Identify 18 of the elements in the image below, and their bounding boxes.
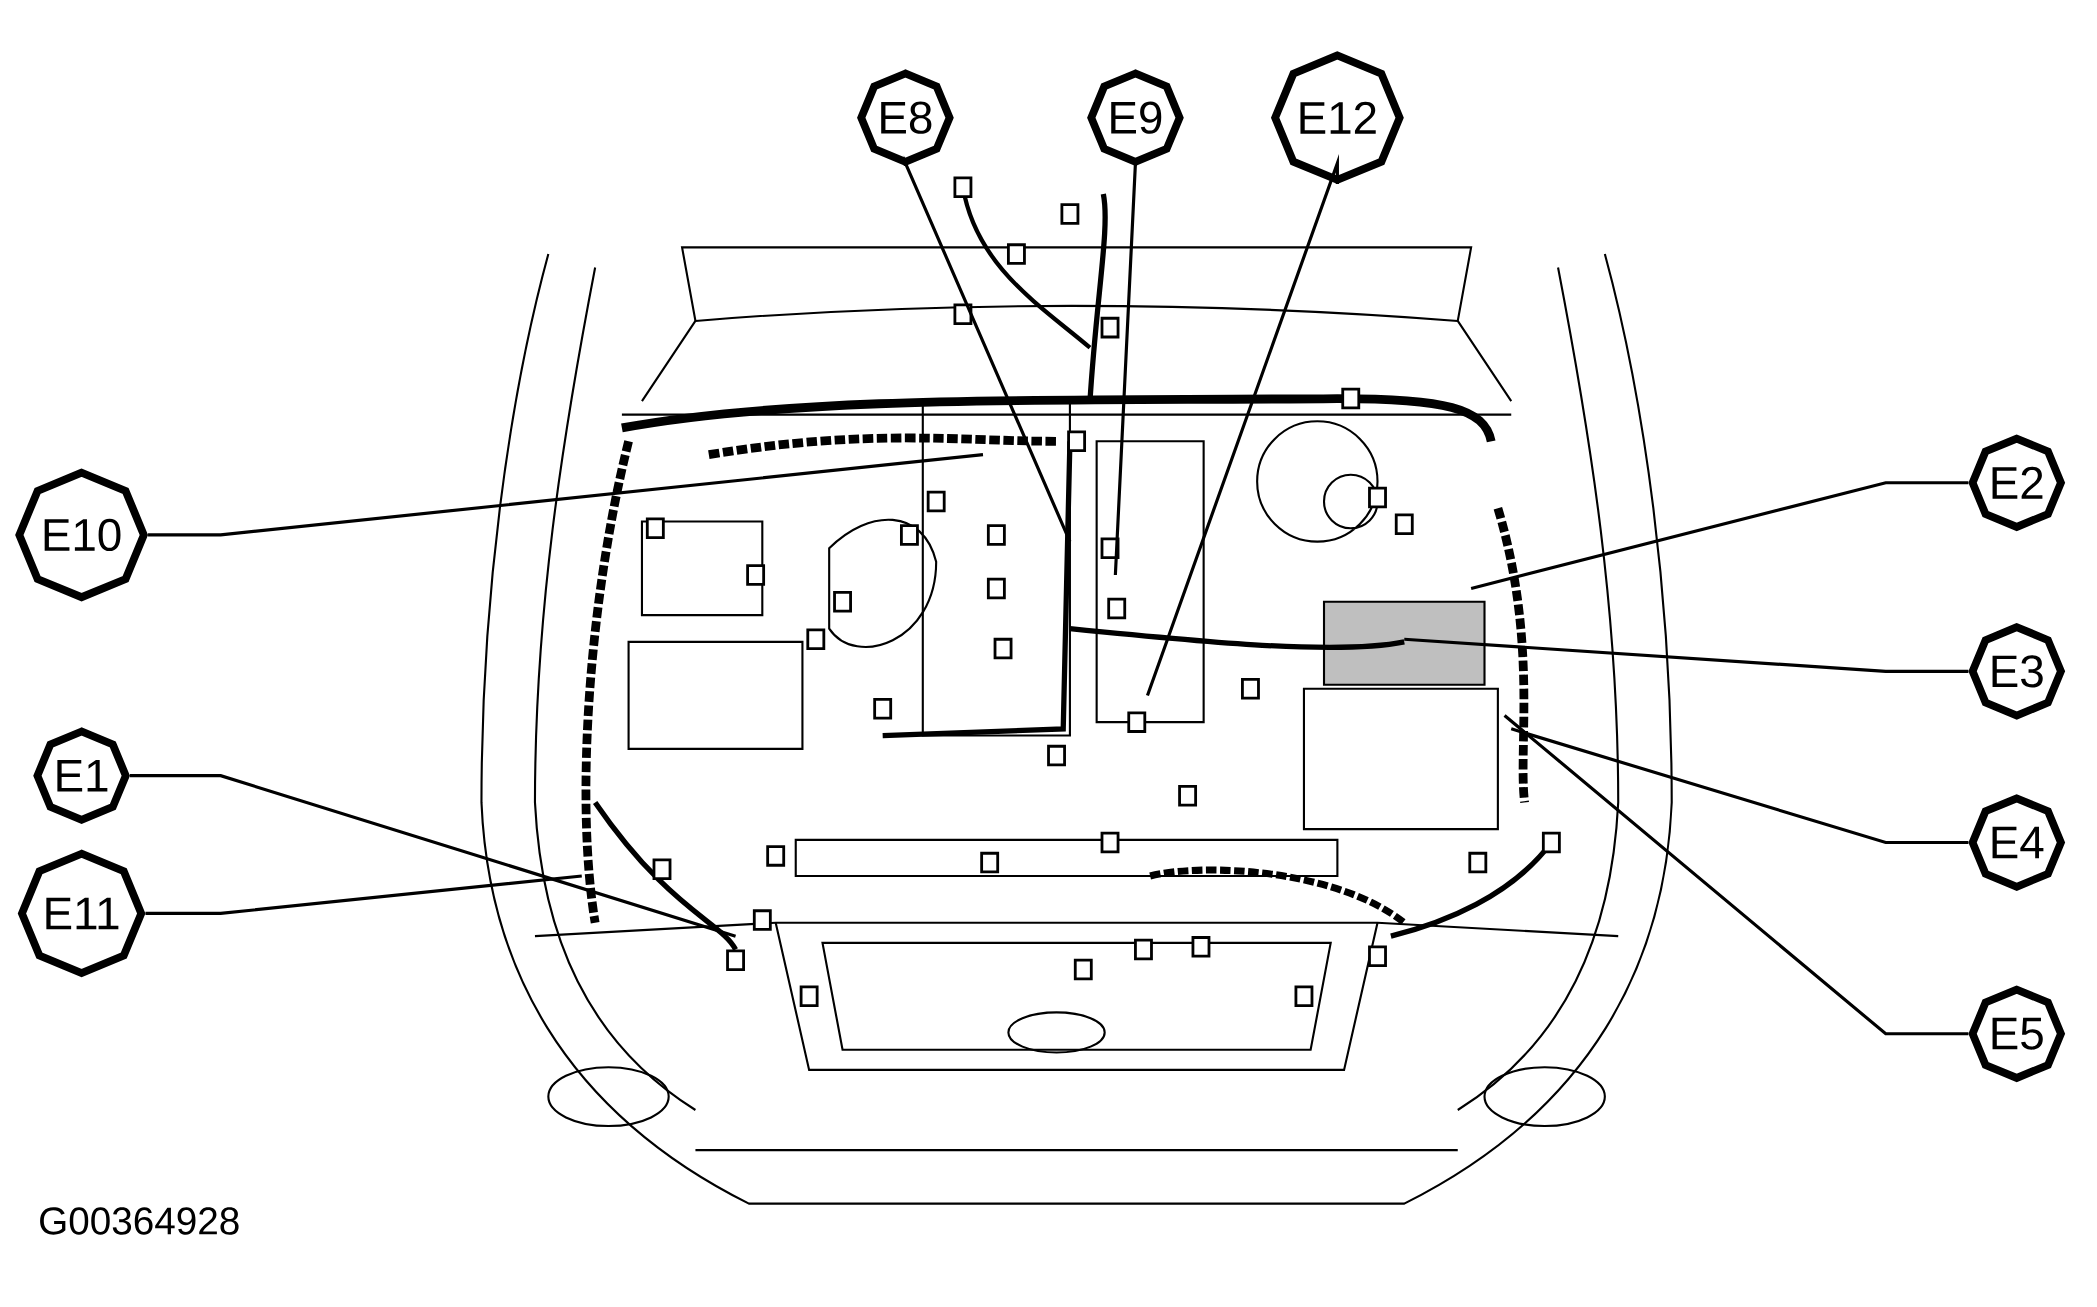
callout-octagon: E3 xyxy=(1968,623,2066,720)
callout-octagon: E12 xyxy=(1270,51,1404,185)
leader-line xyxy=(129,774,737,938)
leader-line xyxy=(1404,637,1969,674)
callout-octagon: E2 xyxy=(1968,434,2066,532)
leader-line xyxy=(1470,481,1969,591)
callout-octagon: E5 xyxy=(1968,985,2066,1083)
callout-octagon: E9 xyxy=(1087,69,1184,167)
leader-line xyxy=(903,155,1072,543)
leader-line xyxy=(1503,714,1969,1036)
leader-line xyxy=(1510,727,1969,845)
leader-line xyxy=(145,874,582,916)
callout-octagon: E8 xyxy=(857,69,954,167)
callout-octagon: E4 xyxy=(1968,794,2066,892)
figure-code: G00364928 xyxy=(40,1207,239,1235)
leader-line xyxy=(1146,154,1339,697)
callout-octagon: E1 xyxy=(33,727,130,825)
leader-line xyxy=(148,453,984,537)
